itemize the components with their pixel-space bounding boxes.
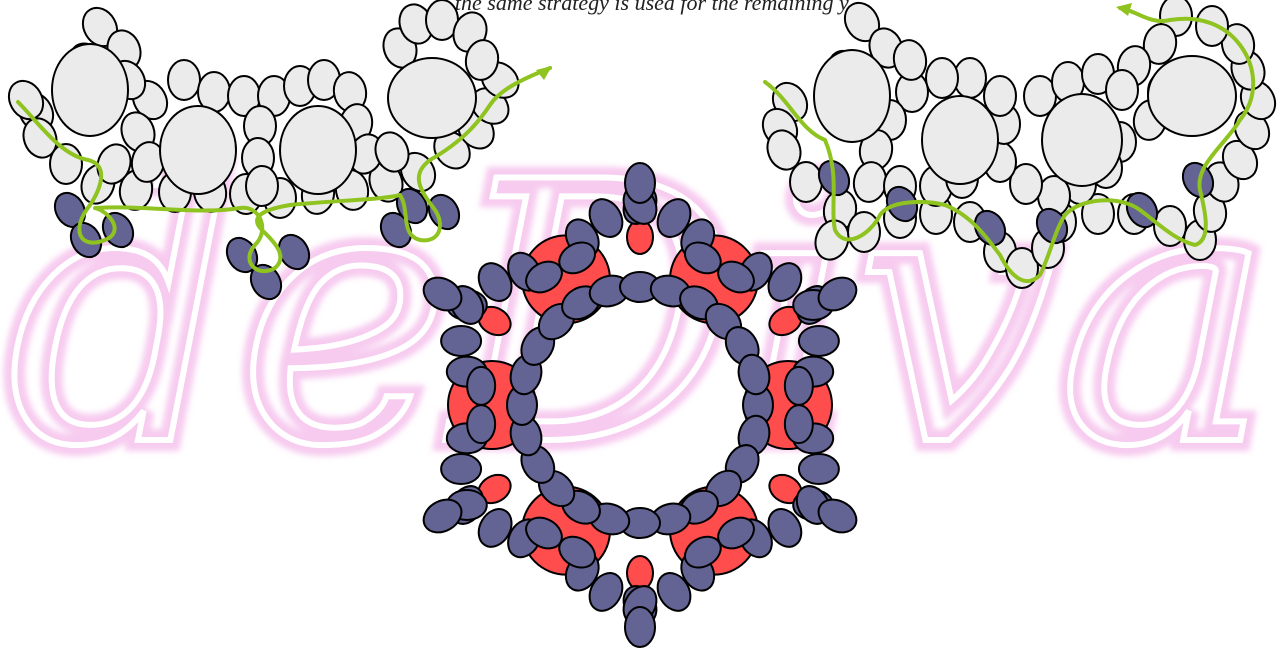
light-bead: [1221, 139, 1259, 181]
large-light-bead: [159, 105, 237, 195]
dark-bead: [737, 353, 771, 396]
large-light-bead: [921, 95, 999, 185]
right-bead-cluster: [761, 0, 1277, 289]
dark-bead: [656, 572, 692, 612]
large-light-bead: [1041, 93, 1123, 187]
dark-bead: [477, 262, 513, 302]
light-bead: [167, 59, 201, 101]
dark-bead: [783, 365, 814, 406]
caption-fragment: e, the same strategy is used for the rem…: [434, 0, 849, 15]
dark-bead: [588, 198, 624, 238]
dark-bead: [767, 508, 803, 548]
light-bead: [245, 165, 279, 207]
dark-bead: [973, 209, 1007, 247]
dark-bead: [466, 365, 497, 406]
light-bead: [1233, 109, 1271, 151]
dark-bead: [797, 453, 840, 486]
dark-bead: [422, 498, 463, 534]
light-bead: [96, 143, 132, 185]
small-red-bead: [626, 219, 654, 255]
dark-bead: [525, 516, 563, 550]
dark-bead: [558, 241, 597, 275]
large-light-bead: [387, 57, 477, 139]
light-bead: [766, 129, 802, 171]
dark-bead: [427, 193, 461, 231]
large-light-bead: [279, 105, 357, 195]
dark-bead: [588, 572, 624, 612]
dark-bead: [440, 324, 483, 357]
dark-bead: [817, 276, 858, 312]
light-bead: [7, 79, 45, 121]
light-bead: [1009, 163, 1043, 205]
light-bead: [1105, 69, 1139, 111]
light-bead: [374, 131, 410, 173]
light-bead: [1142, 23, 1178, 65]
light-bead: [1081, 193, 1115, 235]
dark-bead: [624, 606, 656, 648]
light-bead: [925, 57, 959, 99]
dark-bead: [797, 324, 840, 357]
dark-bead: [249, 263, 283, 301]
dark-bead: [466, 404, 497, 445]
large-light-bead: [813, 49, 891, 143]
center-hexagon-rosette: [422, 162, 858, 648]
light-bead: [892, 39, 928, 81]
watermark-logo: deDiva deDiva: [0, 95, 1283, 536]
left-beadwork-motif: [7, 0, 552, 301]
dark-bead: [624, 162, 656, 204]
dark-bead: [440, 453, 483, 486]
light-bead: [789, 161, 823, 203]
dark-bead: [767, 262, 803, 302]
thread-path-left: [16, 66, 552, 274]
dark-bead: [817, 498, 858, 534]
large-light-bead: [51, 43, 129, 137]
thread-arrowhead-left: [536, 66, 552, 80]
light-bead: [814, 219, 850, 261]
light-bead: [983, 75, 1017, 117]
right-beadwork-motif: [761, 0, 1277, 289]
dark-bead: [717, 260, 755, 294]
dark-bead: [477, 508, 513, 548]
dark-bead: [656, 198, 692, 238]
thread-path-right: [763, 6, 1256, 283]
dark-bead: [783, 404, 814, 445]
thread-arrowhead-right: [1116, 3, 1132, 16]
dark-bead: [683, 535, 722, 569]
light-bead: [1195, 5, 1229, 47]
left-bead-cluster: [7, 0, 520, 301]
light-bead: [464, 39, 500, 81]
dark-bead: [422, 276, 463, 312]
large-light-bead: [1147, 55, 1237, 137]
small-red-bead: [626, 555, 654, 591]
